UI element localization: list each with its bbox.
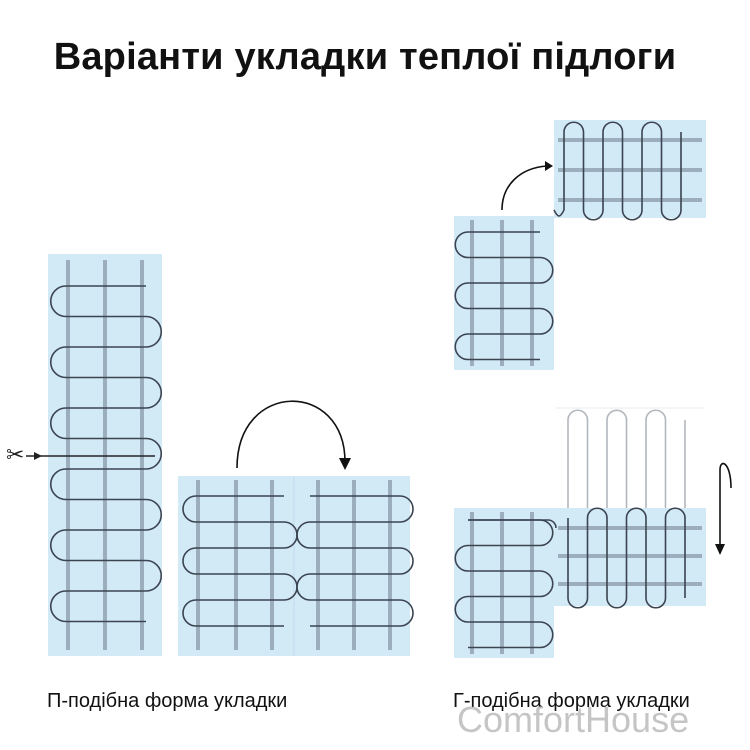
- fixing-strip: [500, 512, 504, 654]
- folded-heating-mat: [554, 507, 706, 609]
- l-shape-layout-top: [454, 120, 706, 370]
- fixing-strip: [352, 480, 356, 650]
- heating-cable: [454, 519, 554, 649]
- scissors-icon: ✂: [6, 443, 155, 468]
- heating-cable: [567, 507, 686, 609]
- fixing-strip: [558, 526, 702, 530]
- fixing-strip: [388, 480, 392, 650]
- curved-arrow-icon: [501, 161, 553, 211]
- fixing-strip: [316, 480, 320, 650]
- small-heating-mat: [454, 216, 554, 370]
- fixing-strip: [558, 168, 702, 172]
- fixing-strip: [500, 220, 504, 366]
- down-arrow-icon: [715, 462, 732, 555]
- heating-cable: [563, 121, 682, 221]
- fixing-strip: [558, 198, 702, 202]
- heating-cable: [553, 209, 565, 217]
- tall-heating-mat: [48, 254, 162, 656]
- fixing-strip: [196, 480, 200, 650]
- heating-cable: [454, 231, 554, 361]
- caption-l-shape: Г-подібна форма укладки: [453, 690, 690, 712]
- l-shape-layout-bottom: [454, 407, 732, 658]
- rotated-heating-mat: [553, 120, 706, 221]
- watermark: ComfortHouse: [457, 699, 690, 740]
- fixing-strip: [234, 480, 238, 650]
- fixing-strip: [530, 512, 534, 654]
- small-heating-mat: [454, 508, 557, 658]
- wide-heating-mat: [178, 476, 414, 656]
- fixing-strip: [558, 554, 702, 558]
- heating-cable: [296, 495, 414, 627]
- u-shape-layout: ✂: [6, 254, 414, 656]
- fixing-strip: [270, 480, 274, 650]
- caption-u-shape: П-подібна форма укладки: [47, 690, 288, 712]
- fixing-strip: [558, 582, 702, 586]
- fixing-strip: [140, 260, 144, 650]
- fixing-strip: [470, 512, 474, 654]
- heating-cable: [468, 519, 557, 529]
- heating-cable: [50, 285, 162, 623]
- svg-text:✂: ✂: [6, 443, 24, 468]
- fixing-strip: [103, 260, 107, 650]
- page-title: Варіанти укладки теплої підлоги: [53, 36, 677, 78]
- curved-arrow-icon: [236, 400, 351, 470]
- fixing-strip: [470, 220, 474, 366]
- fixing-strip: [530, 220, 534, 366]
- fixing-strip: [558, 138, 702, 142]
- heating-cable: [182, 495, 298, 627]
- fixing-strip: [66, 260, 70, 650]
- heating-cable: [567, 409, 686, 519]
- faded-heating-mat: [556, 407, 704, 519]
